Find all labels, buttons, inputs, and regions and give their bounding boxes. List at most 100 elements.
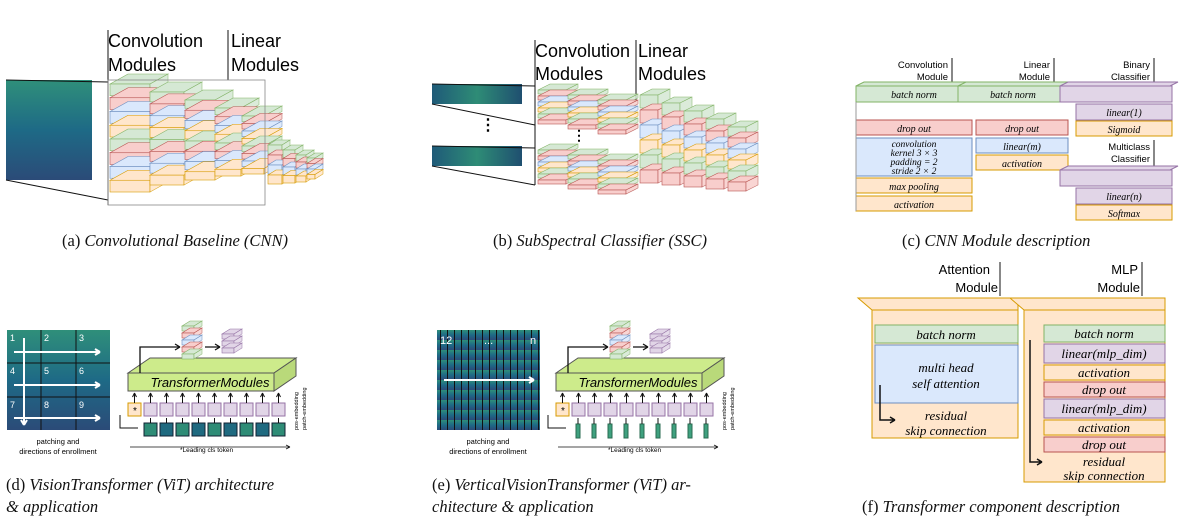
- ssc-group-0-block-0-layer-5-face: [537, 119, 567, 125]
- cnn-linear-2-layer-3-face: [295, 175, 307, 183]
- grid-num-6: 6: [79, 366, 84, 376]
- strip-first: 12: [440, 335, 452, 347]
- enrollment-arrow: [444, 376, 535, 384]
- patch-image: [239, 422, 254, 437]
- transformer-side: [701, 357, 725, 392]
- linear-module-header-2: Module: [1019, 72, 1050, 83]
- patch-image: [175, 422, 190, 437]
- caption-a: (a) Convolutional Baseline (CNN): [62, 231, 288, 250]
- pos-embedding-note: pos-embedding: [294, 392, 300, 430]
- patch-image: [207, 422, 222, 437]
- grid-num-2: 2: [44, 333, 49, 343]
- grid-num-8: 8: [44, 400, 49, 410]
- patch-embedding-note: patch-embedding: [302, 387, 308, 430]
- token-arrow: [196, 392, 201, 403]
- strip-last: n: [530, 335, 536, 347]
- strip-patch: [703, 423, 709, 439]
- cnn-block-1-layer-7-face: [149, 174, 185, 186]
- top-stack-0-layer-4-face: [609, 353, 623, 360]
- linear-modules-label-2: Modules: [231, 55, 299, 75]
- mlp-drop-out-1: drop out: [1082, 382, 1126, 397]
- token-arrow: [164, 392, 169, 403]
- mlp-batch-norm: batch norm: [1074, 326, 1134, 341]
- pos-embedding-note: pos-embedding: [722, 392, 728, 430]
- conv-module-header: Convolution: [898, 60, 948, 71]
- cnn-block-3-layer-7-face: [214, 168, 242, 177]
- token-arrow: [132, 392, 137, 403]
- token-arrow: [624, 392, 629, 403]
- patch-token: [207, 402, 222, 417]
- transformer-top: [126, 357, 298, 374]
- transformer-top: [554, 357, 726, 374]
- patch-token: [651, 402, 666, 417]
- conv-modules-label: Convolution: [108, 31, 203, 51]
- patch-note: patching and: [37, 437, 80, 446]
- token-arrow: [228, 392, 233, 403]
- grid-num-5: 5: [44, 366, 49, 376]
- patch-note-2: directions of enrollment: [19, 447, 97, 456]
- linear-module-column: batch norm drop out linear(m) activation: [957, 81, 1077, 171]
- spectrogram-grid-image: [7, 330, 110, 430]
- conv-module-column: batch norm drop out convolution kernel 3…: [855, 81, 981, 212]
- attn-self-attention: self attention: [912, 376, 980, 391]
- patch-token: [635, 402, 650, 417]
- patch-token: [223, 402, 238, 417]
- token-arrow: [656, 392, 661, 403]
- token-arrow: [640, 392, 645, 403]
- binary-sigmoid: Sigmoid: [1108, 125, 1142, 136]
- strip-patch: [607, 423, 613, 439]
- cls-note: *Leading cls token: [608, 447, 662, 454]
- token-arrow: [608, 392, 613, 403]
- multi-linear: linear(n): [1106, 192, 1142, 203]
- panel-b: ⋮ Convolution Modules Linear Modules ⋮: [431, 40, 759, 195]
- panel-a: Convolution Modules Linear Modules: [5, 30, 325, 206]
- cnn-linear-0-layer-3-face: [267, 174, 283, 185]
- grid-num-4: 4: [10, 366, 15, 376]
- grid-num-1: 1: [10, 333, 15, 343]
- ssc-group-1-block-2-layer-5-face: [597, 189, 627, 195]
- conv-drop-out: drop out: [897, 124, 931, 135]
- panel-c: Convolution Module Linear Module Binary …: [855, 58, 1179, 221]
- patch-note: patching and: [467, 437, 510, 446]
- grid-num-7: 7: [10, 400, 15, 410]
- token-arrow: [180, 392, 185, 403]
- ssc-linear-2-layer-5-face: [683, 175, 703, 188]
- strip-dots: ...: [484, 335, 493, 347]
- mlp-skip-connection: skip connection: [1063, 468, 1144, 483]
- ssc-linear-1-layer-5-face: [661, 172, 681, 186]
- linear-modules-label: Linear: [231, 31, 281, 51]
- top-stack-1-layer-2-face: [649, 347, 663, 354]
- patch-token: [143, 402, 158, 417]
- ssc-group-1-block-0-layer-5-face: [537, 179, 567, 185]
- patch-token: [683, 402, 698, 417]
- patch-token: [271, 402, 286, 417]
- mlp-activation-1: activation: [1078, 365, 1130, 380]
- transformer-side: [273, 357, 297, 392]
- linear-batch-norm: batch norm: [990, 90, 1036, 101]
- spectrogram-image: [6, 80, 92, 180]
- ssc-layer-stack: [537, 83, 759, 195]
- cls-star: *: [561, 406, 565, 417]
- patch-image: [271, 422, 286, 437]
- cnn-linear-3-layer-3-face: [306, 174, 316, 180]
- mlp-linear-1: linear(mlp_dim): [1061, 346, 1146, 361]
- token-arrow: [576, 392, 581, 403]
- cls-arrow: [119, 415, 138, 429]
- panel-f: Attention Module MLP Module batch norm m…: [856, 262, 1166, 483]
- conv-modules-label-2: Modules: [535, 64, 603, 84]
- strip-patch: [655, 423, 661, 439]
- attn-multi-head: multi head: [918, 360, 974, 375]
- strip-patch: [575, 423, 581, 439]
- transformer-label: TransformerModules: [151, 375, 270, 390]
- token-arrow: [592, 392, 597, 403]
- grid-num-3: 3: [79, 333, 84, 343]
- subband-spectrogram-top: [432, 84, 522, 104]
- cnn-layer-stack: [108, 73, 325, 193]
- flow-arrows: [567, 343, 649, 373]
- patch-token: [175, 402, 190, 417]
- multiclass-classifier: linear(n) Softmax: [1059, 165, 1179, 221]
- linear-modules-label-2: Modules: [638, 64, 706, 84]
- cls-arrow: [547, 415, 566, 429]
- token-arrow: [148, 392, 153, 403]
- ssc-linear-3-layer-5-face: [705, 178, 725, 190]
